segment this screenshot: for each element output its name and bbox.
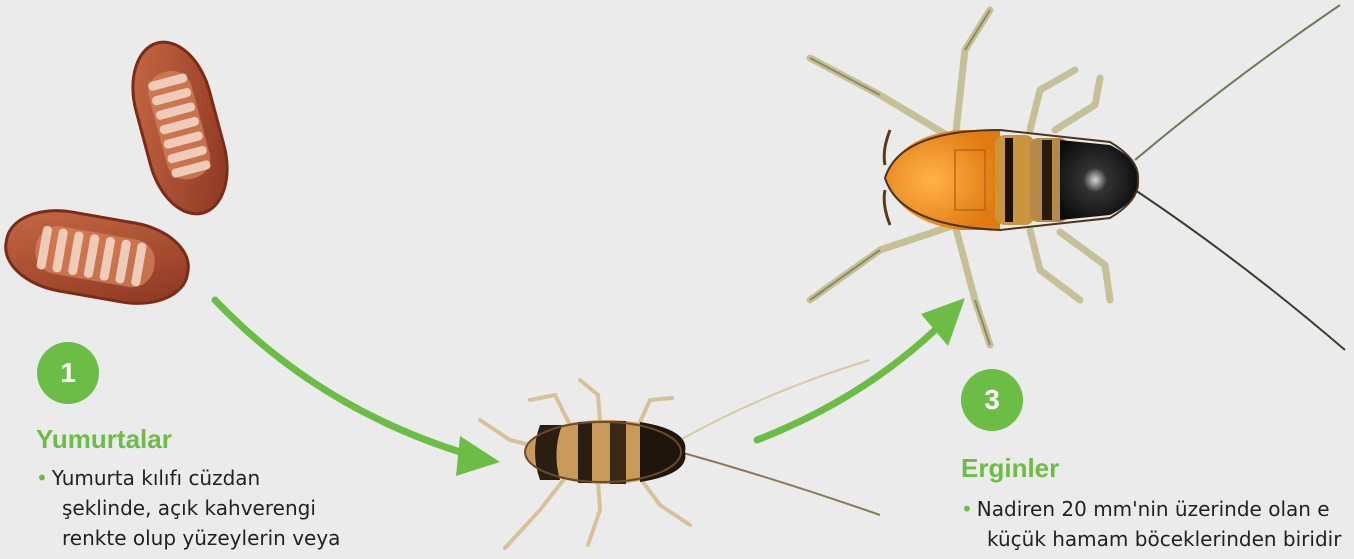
stage-3-description: •Nadiren 20 mm'nin üzerinde olan e küçük… <box>961 494 1341 554</box>
arrow-eggs-to-nymph <box>215 300 500 476</box>
bullet-dot-icon: • <box>36 466 48 490</box>
egg-case-upper <box>121 33 240 223</box>
stage-1-line-2: şeklinde, açık kahverengi <box>36 493 340 523</box>
stage-3-title: Erginler <box>961 453 1059 484</box>
stage-3-line-1: Nadiren 20 mm'nin üzerinde olan e <box>977 497 1330 521</box>
egg-case-lower <box>0 202 195 313</box>
stage-1-number-badge: 1 <box>37 342 99 404</box>
stage-3-line-2: küçük hamam böceklerinden biridir <box>961 524 1341 554</box>
adult-cockroach <box>810 5 1345 350</box>
nymph-cockroach <box>480 360 880 548</box>
stage-1-line-3: renkte olup yüzeylerin veya <box>36 523 340 553</box>
stage-1-title: Yumurtalar <box>36 424 172 455</box>
bullet-dot-icon: • <box>961 497 973 521</box>
arrow-nymph-to-adult <box>757 298 965 440</box>
stage-1-line-1: Yumurta kılıfı cüzdan <box>52 466 260 490</box>
stage-3-number-badge: 3 <box>961 369 1023 431</box>
stage-1-description: •Yumurta kılıfı cüzdan şeklinde, açık ka… <box>36 463 340 553</box>
